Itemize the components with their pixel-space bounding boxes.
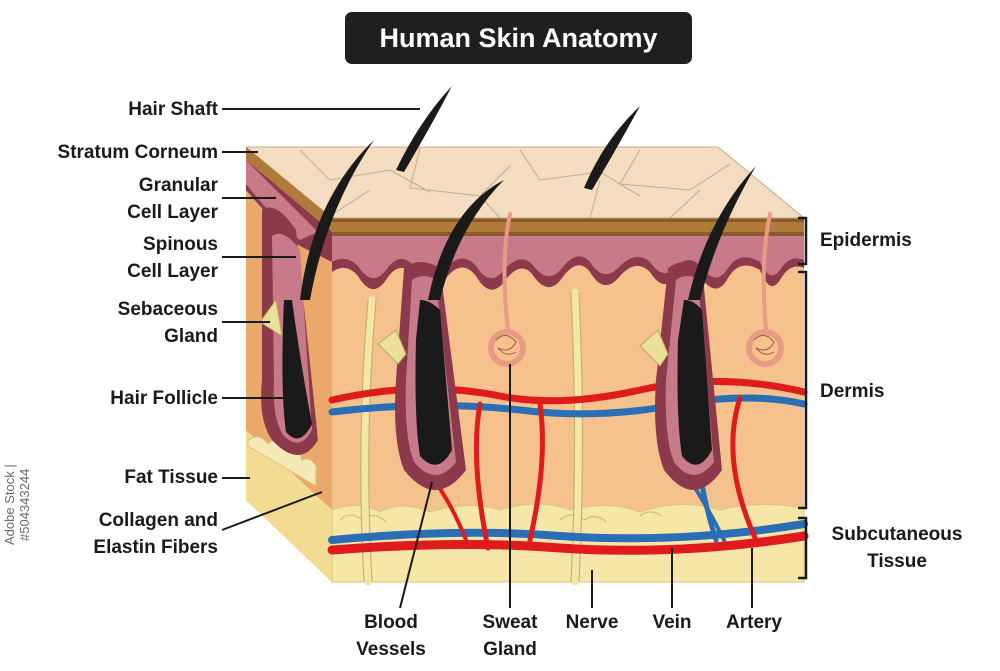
label-blood-vessels: Blood Vessels	[356, 612, 426, 660]
label-nerve: Nerve	[565, 612, 619, 633]
label-granular-cell-layer: Granular Cell Layer	[127, 175, 218, 223]
label-collagen-elastin: Collagen and Elastin Fibers	[93, 510, 218, 558]
brackets	[798, 216, 808, 580]
label-fat-tissue: Fat Tissue	[124, 467, 218, 488]
diagram-title: Human Skin Anatomy	[345, 12, 692, 64]
label-artery: Artery	[726, 612, 782, 633]
label-stratum-corneum: Stratum Corneum	[57, 142, 218, 163]
label-sebaceous-gland: Sebaceous Gland	[117, 299, 218, 347]
stock-watermark: Adobe Stock | #504343244	[2, 464, 32, 546]
label-sweat-gland: Sweat Gland	[482, 612, 538, 660]
label-epidermis: Epidermis	[820, 230, 912, 251]
leader-lines	[221, 108, 753, 609]
sweat-glands	[488, 212, 784, 367]
hair-follicles	[259, 207, 722, 490]
label-dermis: Dermis	[820, 381, 885, 402]
label-spinous-cell-layer: Spinous Cell Layer	[127, 234, 218, 282]
hair-shafts	[300, 86, 756, 300]
label-subcutaneous-tissue: Subcutaneous Tissue	[831, 524, 963, 572]
label-vein: Vein	[652, 612, 692, 633]
label-hair-follicle: Hair Follicle	[110, 388, 218, 409]
label-hair-shaft: Hair Shaft	[128, 99, 218, 120]
